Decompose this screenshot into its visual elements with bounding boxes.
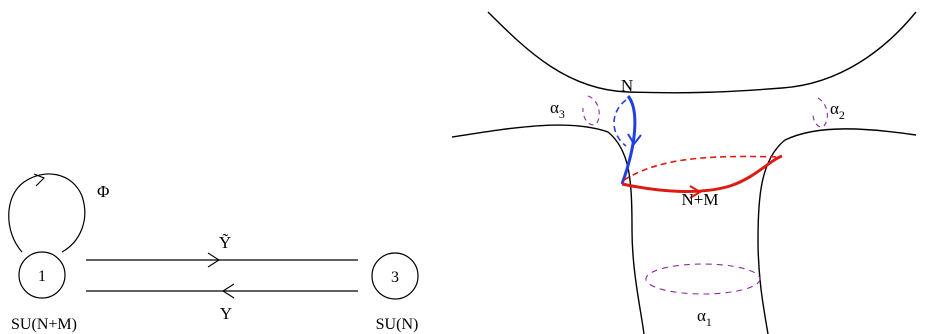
brane-red-arrowhead — [689, 185, 702, 199]
cycle-alpha3-label: α3 — [550, 98, 565, 121]
arrow-ytilde-head — [207, 252, 221, 268]
arrow-y-label: Y — [220, 304, 232, 323]
brane-red-dashed — [623, 155, 781, 181]
node-3-circle — [371, 252, 419, 300]
node-3-label: 3 — [391, 269, 399, 286]
cycle-alpha2-label: α2 — [830, 99, 845, 122]
node-3-group-label: SU(N) — [376, 316, 419, 333]
cycle-alpha3 — [582, 95, 600, 126]
cycle-alpha2 — [812, 97, 828, 128]
surface-top-curve — [487, 11, 917, 94]
node-1-label: 1 — [38, 268, 46, 285]
surface-left-branch — [451, 124, 645, 334]
adjoint-field-label: Φ — [97, 182, 109, 201]
brane-blue-dashed — [613, 99, 627, 147]
brane-blue-arrowhead — [627, 133, 642, 146]
node-1-circle — [18, 251, 66, 299]
cycle-alpha1-label: α1 — [697, 306, 712, 329]
brane-blue-label: N — [621, 76, 633, 95]
quiver-diagram: Φ 1 SU(N+M) 3 SU(N) Ỹ Y — [8, 173, 419, 333]
node-1-group-label: SU(N+M) — [11, 316, 77, 333]
surface-right-branch — [757, 128, 917, 334]
brane-red-solid — [621, 154, 783, 193]
surface-diagram: N N+M α3 α2 α1 — [451, 11, 917, 334]
adjoint-loop-arrowhead — [33, 173, 45, 187]
cycle-alpha1 — [645, 263, 761, 295]
adjoint-loop — [8, 173, 86, 253]
arrow-y-head — [221, 283, 235, 299]
arrow-ytilde-label: Ỹ — [219, 233, 231, 252]
brane-red-label: N+M — [682, 190, 719, 209]
brane-blue-solid — [620, 95, 637, 185]
